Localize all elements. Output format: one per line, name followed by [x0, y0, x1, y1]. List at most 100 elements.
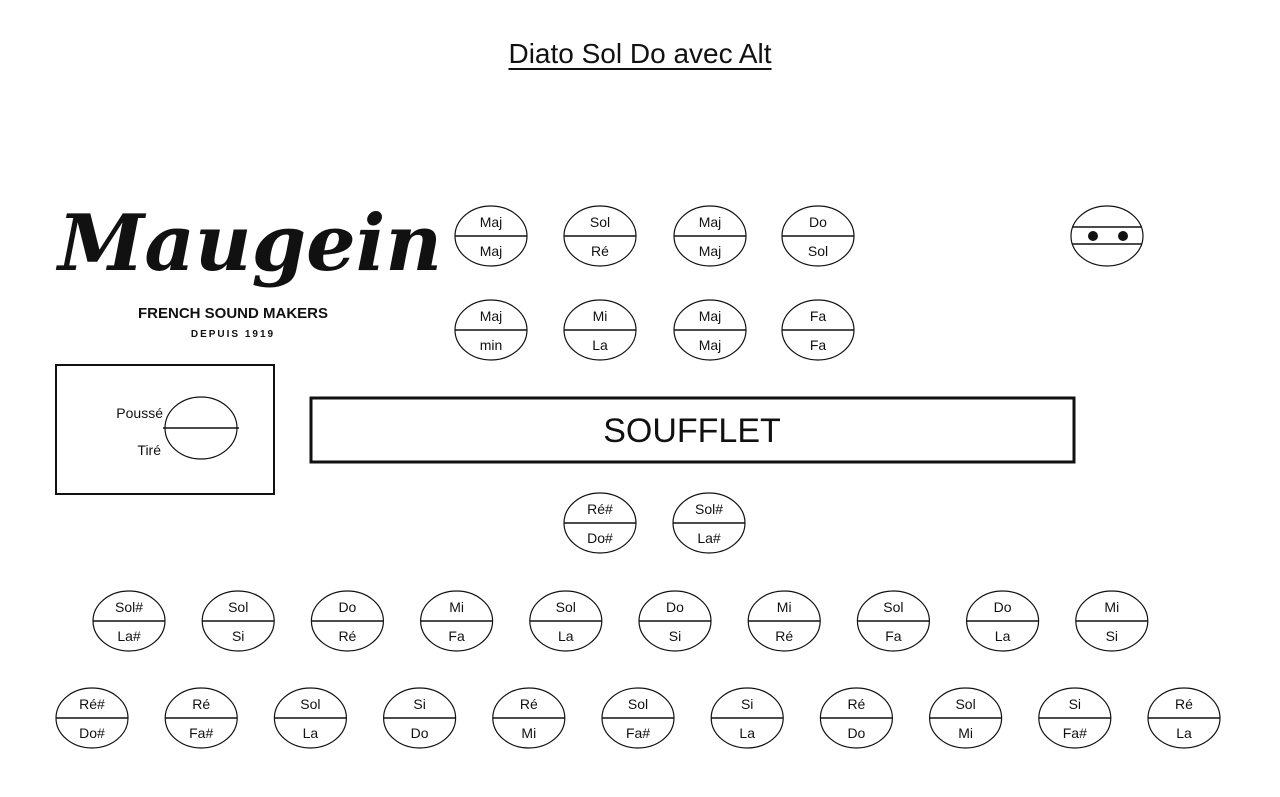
bass-button[interactable]: Maj min — [454, 299, 528, 361]
push-note: Mi — [1104, 599, 1119, 615]
push-note: Do — [994, 599, 1012, 615]
pull-note: La# — [117, 628, 141, 644]
push-note: Mi — [449, 599, 464, 615]
pull-note: La — [1176, 725, 1192, 741]
pull-note: min — [480, 337, 503, 353]
push-note: Maj — [699, 308, 722, 324]
pull-note: Ré — [338, 628, 356, 644]
pull-note: Do# — [79, 725, 105, 741]
bellows-label: SOUFFLET — [603, 412, 781, 450]
pull-note: La — [739, 725, 755, 741]
pull-note: La — [303, 725, 319, 741]
pull-note: Sol — [808, 243, 828, 259]
pull-note: Si — [669, 628, 681, 644]
pull-note: Fa# — [189, 725, 213, 741]
push-note: Maj — [480, 214, 503, 230]
pull-note: Do — [411, 725, 429, 741]
push-note: Si — [1069, 696, 1081, 712]
pull-note: Maj — [480, 243, 503, 259]
pull-note: La — [558, 628, 574, 644]
legend-pull-label: Tiré — [137, 442, 161, 458]
push-note: Ré — [192, 696, 210, 712]
treble-button[interactable]: Sol# La# — [92, 590, 166, 652]
logo-since: DEPUIS 1919 — [191, 329, 275, 340]
pull-note: Si — [1106, 628, 1118, 644]
pull-note: Maj — [699, 337, 722, 353]
pull-note: Fa — [810, 337, 827, 353]
air-valve-button[interactable] — [1070, 205, 1144, 267]
logo-wordmark: Maugein — [55, 198, 442, 289]
push-note: Mi — [593, 308, 608, 324]
bellows-frame — [309, 396, 1076, 464]
pull-note: La — [995, 628, 1011, 644]
push-note: Ré# — [79, 696, 105, 712]
push-note: Sol# — [695, 501, 723, 517]
push-note: Sol — [556, 599, 576, 615]
push-note: Do — [666, 599, 684, 615]
push-note: Ré — [520, 696, 538, 712]
keyboard-buttons: MajMajSolRéMajMajDoSolMajminMiLaMajMajFa… — [55, 205, 1221, 749]
pull-note: Fa — [448, 628, 465, 644]
push-note: Mi — [777, 599, 792, 615]
push-note: Ré — [1175, 696, 1193, 712]
air-valve-icon — [1088, 231, 1098, 241]
accidental-button[interactable]: Sol#La# — [672, 492, 746, 554]
pull-note: Si — [232, 628, 244, 644]
legend-frame — [55, 364, 275, 495]
push-note: Ré# — [587, 501, 613, 517]
push-note: Maj — [480, 308, 503, 324]
accidental-button[interactable]: Ré#Do# — [563, 492, 637, 554]
pull-note: La — [592, 337, 608, 353]
pull-note: Fa# — [626, 725, 650, 741]
pull-note: Maj — [699, 243, 722, 259]
push-note: Do — [338, 599, 356, 615]
push-note: Sol — [628, 696, 648, 712]
push-note: Si — [413, 696, 425, 712]
logo-tagline: FRENCH SOUND MAKERS — [138, 305, 328, 322]
push-note: Si — [741, 696, 753, 712]
push-note: Sol# — [115, 599, 143, 615]
pull-note: Mi — [958, 725, 973, 741]
push-note: Maj — [699, 214, 722, 230]
pull-note: Ré — [775, 628, 793, 644]
pull-note: Fa# — [1063, 725, 1087, 741]
air-valve-outline — [1070, 205, 1144, 267]
pull-note: Ré — [591, 243, 609, 259]
push-pull-legend: Poussé Tiré — [55, 364, 275, 495]
air-valve-dot-icon — [1118, 231, 1128, 241]
pull-note: Mi — [521, 725, 536, 741]
bellows: SOUFFLET — [309, 396, 1076, 464]
pull-note: Do — [847, 725, 865, 741]
legend-push-label: Poussé — [116, 405, 163, 421]
treble-button[interactable]: Ré# Do# — [55, 687, 129, 749]
push-note: Do — [809, 214, 827, 230]
push-note: Sol — [955, 696, 975, 712]
push-note: Sol — [883, 599, 903, 615]
